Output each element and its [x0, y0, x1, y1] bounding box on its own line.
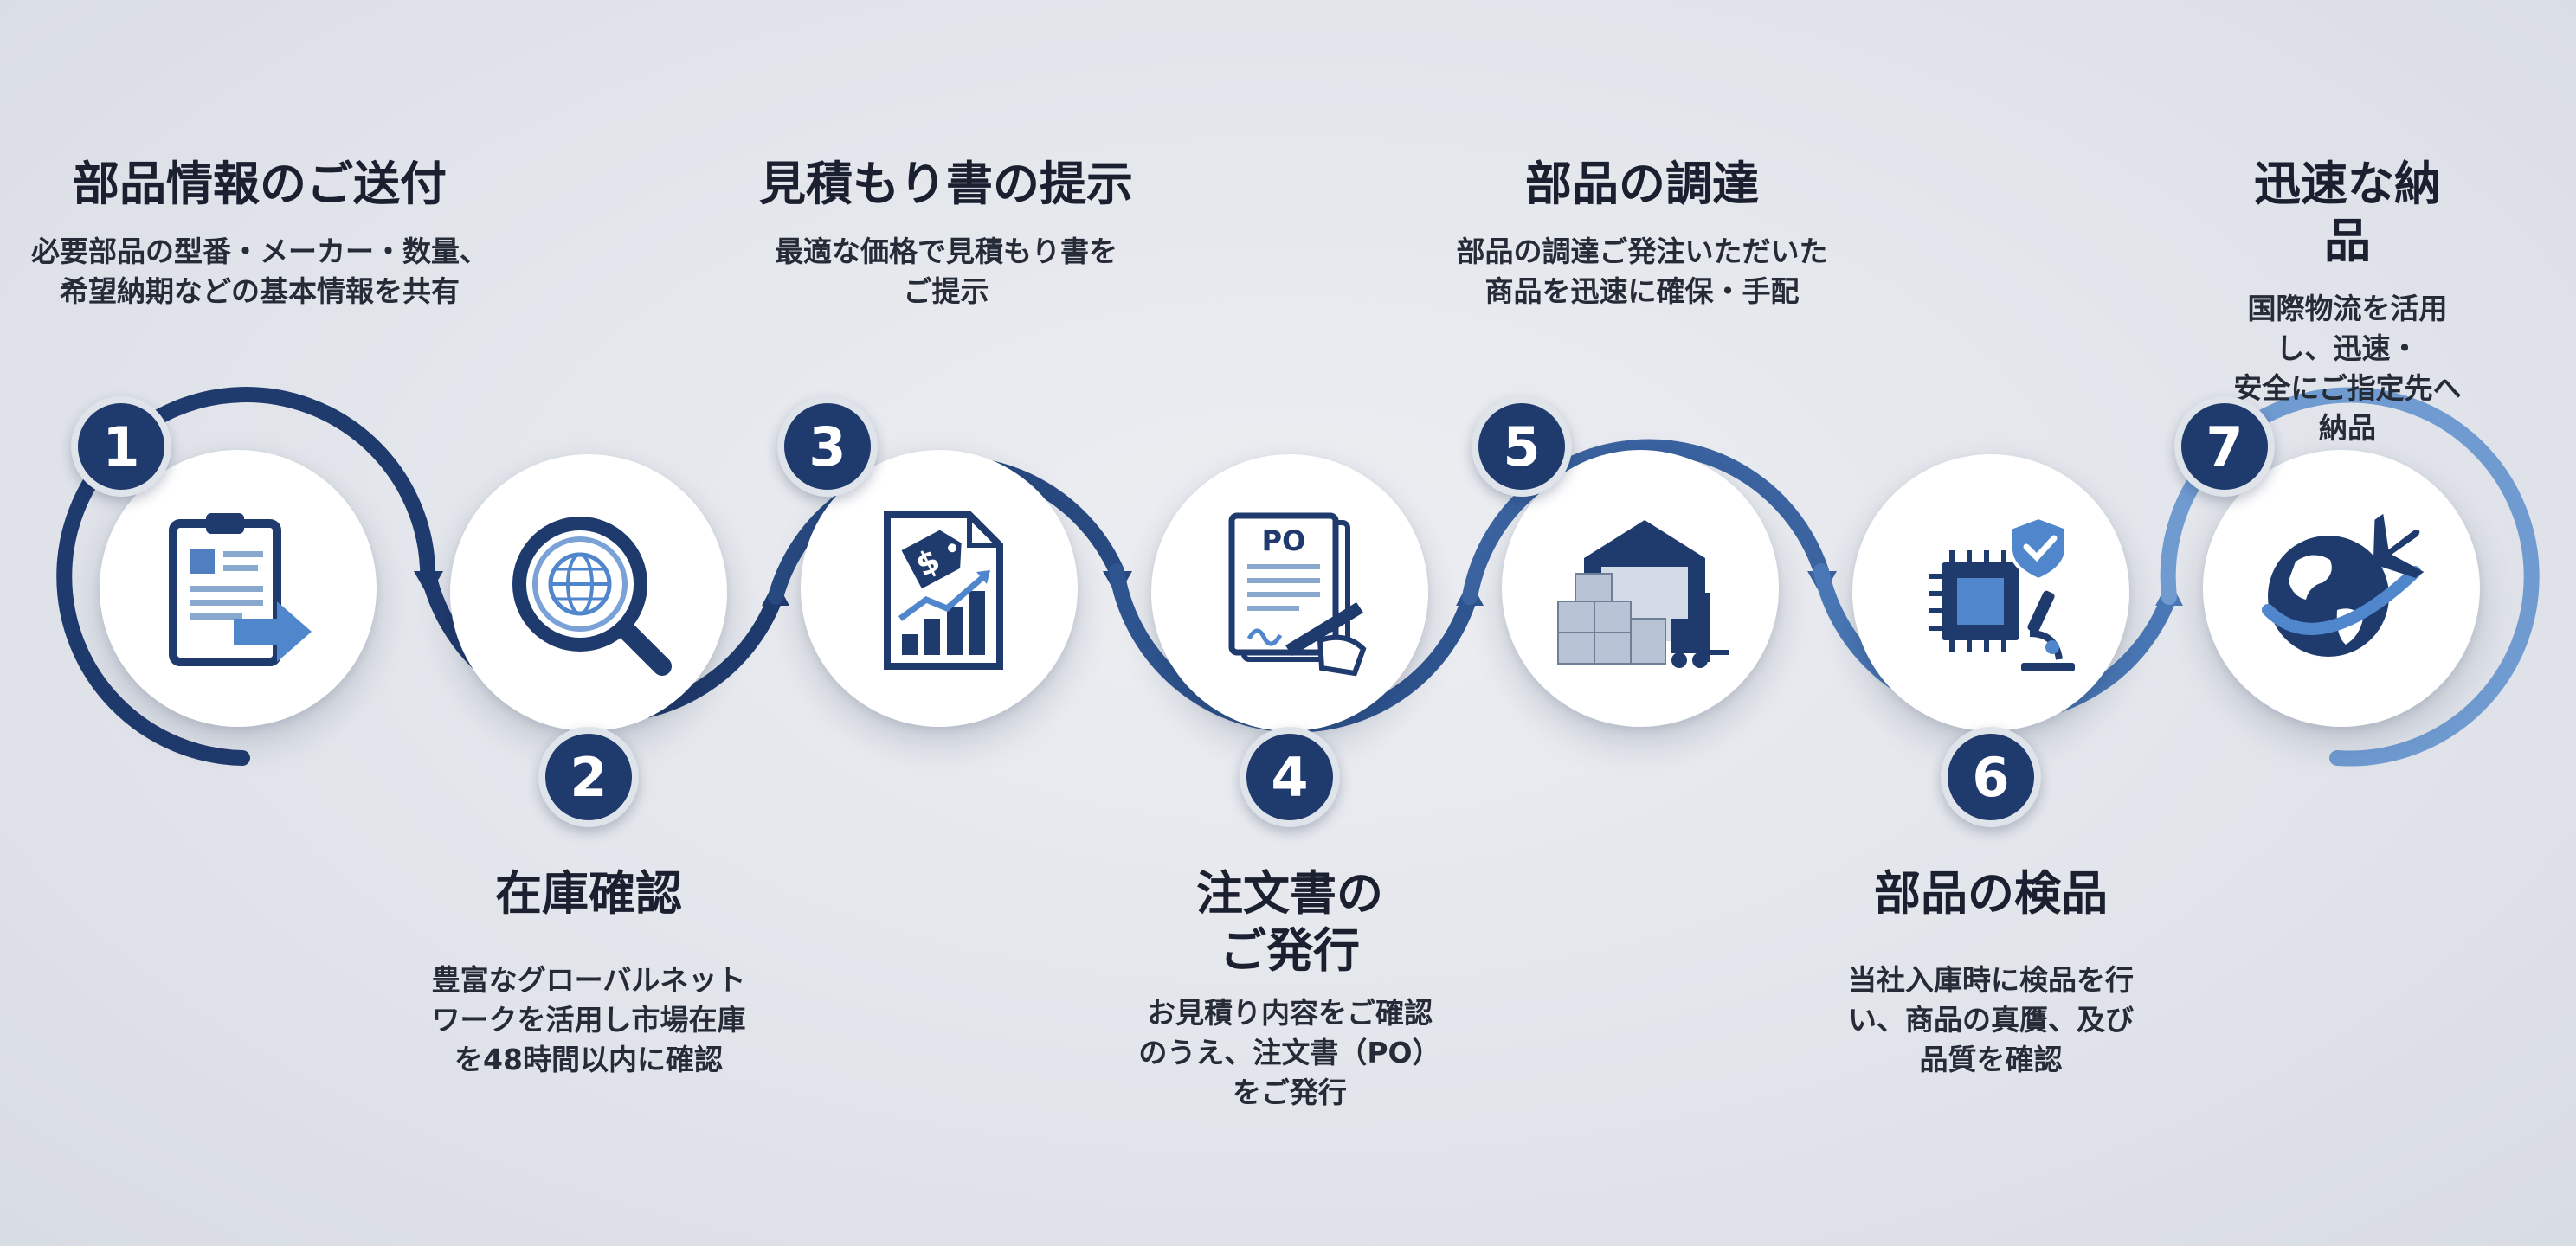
step-6-title: 部品の検品 — [1874, 866, 2108, 921]
step-7-title: 迅速な納品 — [2254, 157, 2441, 268]
step-4-number-badge: 4 — [1240, 727, 1340, 827]
globe-airplane-icon — [2262, 513, 2425, 657]
step-5-text: 部品の調達 部品の調達ご発注いただいた 商品を迅速に確保・手配 — [1457, 156, 1828, 312]
po-label: PO — [1262, 524, 1306, 557]
step-5-number-badge: 5 — [1472, 396, 1572, 497]
step-1-text: 部品情報のご送付 必要部品の型番・メーカー・数量、 希望納期などの基本情報を共有 — [31, 156, 488, 312]
step-2-number-badge: 2 — [538, 727, 639, 827]
step-2-title: 在庫確認 — [495, 866, 682, 921]
step-4-title: 注文書の ご発行 — [1196, 866, 1383, 978]
step-1-description: 必要部品の型番・メーカー・数量、 希望納期などの基本情報を共有 — [31, 234, 488, 308]
step-7-text: 迅速な納品 国際物流を活用し、迅速・ 安全にご指定先へ納品 — [2233, 156, 2462, 448]
step-5-description: 部品の調達ご発注いただいた 商品を迅速に確保・手配 — [1456, 234, 1828, 308]
step-6-icon-circle — [1852, 454, 2129, 731]
price-tag-chart-icon: $ — [884, 511, 1003, 670]
step-6-description: 当社入庫時に検品を行 い、商品の真贋、及び 品質を確認 — [1848, 963, 2134, 1076]
arc-step-5 — [1462, 439, 1829, 605]
step-4-icon-circle: PO — [1151, 454, 1428, 731]
step-6-number-badge: 6 — [1941, 727, 2041, 827]
chip-shield-microscope-icon — [1929, 515, 2075, 671]
clipboard-arrow-icon — [169, 513, 312, 666]
step-2-description: 豊富なグローバルネット ワークを活用し市場在庫 を48時間以内に確認 — [431, 963, 746, 1076]
step-4-description: お見積り内容をご確認 のうえ、注文書（PO） をご発行 — [1138, 996, 1441, 1109]
step-7-number-badge: 7 — [2174, 396, 2275, 497]
step-6-text: 部品の検品 当社入庫時に検品を行 い、商品の真贋、及び 品質を確認 — [1848, 865, 2134, 1080]
step-5-title: 部品の調達 — [1525, 157, 1759, 211]
step-2-icon-circle — [450, 454, 727, 731]
step-1-title: 部品情報のご送付 — [73, 157, 447, 211]
step-7-icon-circle — [2203, 450, 2480, 727]
warehouse-forklift-icon — [1557, 520, 1729, 668]
step-2-text: 在庫確認 豊富なグローバルネット ワークを活用し市場在庫 を48時間以内に確認 — [432, 865, 746, 1080]
step-5-icon-circle — [1502, 450, 1779, 727]
step-3-title: 見積もり書の提示 — [759, 157, 1133, 211]
step-3-icon-circle: $ — [801, 450, 1078, 727]
step-1-number-badge: 1 — [71, 396, 171, 497]
globe-magnifier-icon — [512, 517, 672, 676]
step-1-icon-circle — [100, 450, 377, 727]
step-4-text: 注文書の ご発行 お見積り内容をご確認 のうえ、注文書（PO） をご発行 — [1138, 865, 1440, 1113]
purchase-order-signing-icon: PO — [1228, 512, 1367, 677]
step-7-description: 国際物流を活用し、迅速・ 安全にご指定先へ納品 — [2233, 292, 2462, 445]
step-3-number-badge: 3 — [777, 396, 878, 497]
step-3-description: 最適な価格で見積もり書を ご提示 — [775, 234, 1117, 308]
step-3-text: 見積もり書の提示 最適な価格で見積もり書を ご提示 — [759, 156, 1133, 312]
